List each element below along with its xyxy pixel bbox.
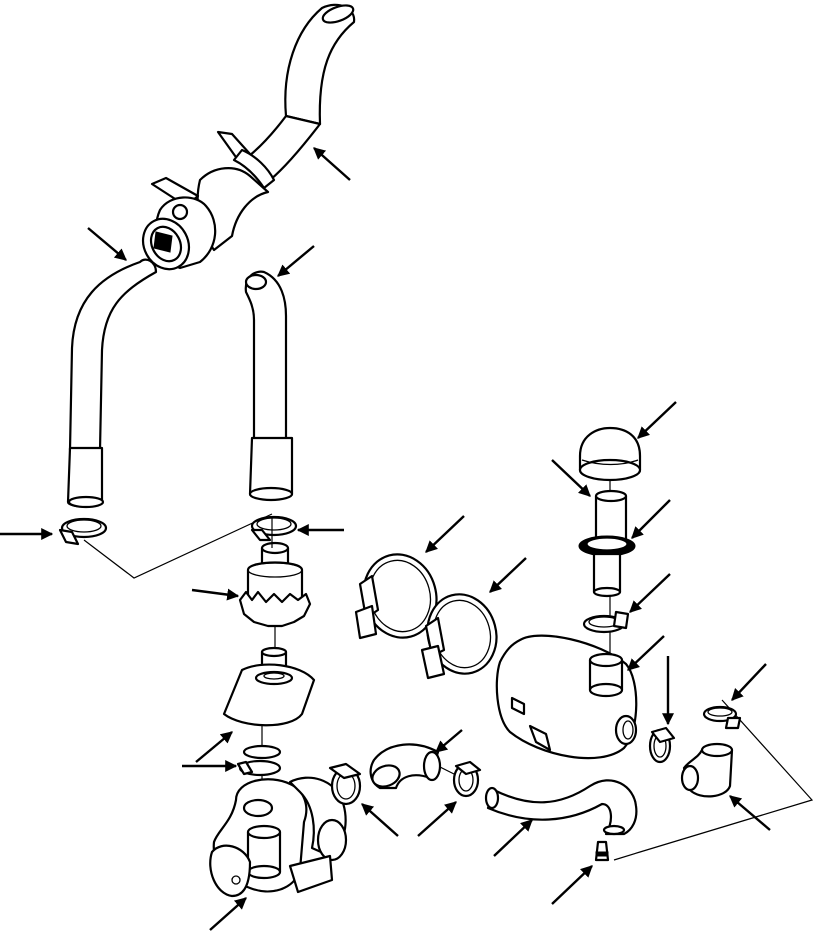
callout-arrow-housing (627, 635, 665, 671)
intake-tube (484, 779, 638, 836)
callout-arrow-elbow (435, 729, 463, 753)
intake-stack (594, 489, 628, 542)
rubber-elbow (680, 742, 734, 798)
exhaust-tube-left (66, 258, 158, 509)
callout-arrow-turbocharger (209, 897, 247, 931)
callout-arrow-center-clamp (417, 801, 457, 837)
turbo-clamps (236, 744, 282, 777)
callout-arrow-outlet-pipe (313, 147, 351, 181)
turbocharger (209, 776, 348, 898)
exhaust-outlet-pipe (242, 3, 356, 182)
precleaner-cap (578, 426, 642, 482)
exhaust-elbow (222, 646, 316, 727)
stack-clamp (582, 610, 630, 634)
outlet-clamp (648, 726, 676, 764)
elbow-clamp (702, 705, 742, 730)
pipe-clamp-left (58, 517, 108, 546)
callout-arrow-elbow-clamp (731, 663, 767, 701)
muffler (141, 130, 276, 271)
intake-hose-clamp (328, 762, 362, 806)
callout-arrow-right-tube (277, 245, 315, 277)
hose-clamp-center (452, 760, 482, 798)
callout-arrow-stack (551, 459, 591, 497)
intake-hose-elbow (369, 743, 442, 790)
seal-ring (578, 535, 636, 598)
pipe-clamp-right (250, 515, 298, 542)
callout-arrows (0, 147, 771, 931)
air-cleaner-housing (495, 634, 638, 760)
callout-arrow-intake-tube (493, 819, 533, 857)
callout-arrow-band-lower (489, 557, 527, 593)
mounting-band-lower (420, 593, 498, 680)
callout-arrow-cap (637, 401, 677, 439)
exhaust-adapter (238, 541, 312, 628)
callout-arrow-indicator (551, 865, 593, 905)
exhaust-tube-right (244, 270, 294, 502)
callout-arrow-left-tube (87, 227, 127, 261)
callout-arrow-band-upper (425, 515, 465, 553)
callout-arrow-hose-clamp (361, 803, 399, 837)
callout-arrow-stack-clamp (629, 573, 671, 613)
callout-arrow-seal (631, 499, 671, 539)
callout-arrow-adapter (191, 588, 240, 601)
callout-arrow-turbo-clamp-a (195, 731, 233, 763)
restriction-indicator (594, 840, 610, 862)
mounting-band-upper (354, 553, 438, 640)
callout-arrow-rubber-elbow (729, 795, 771, 831)
